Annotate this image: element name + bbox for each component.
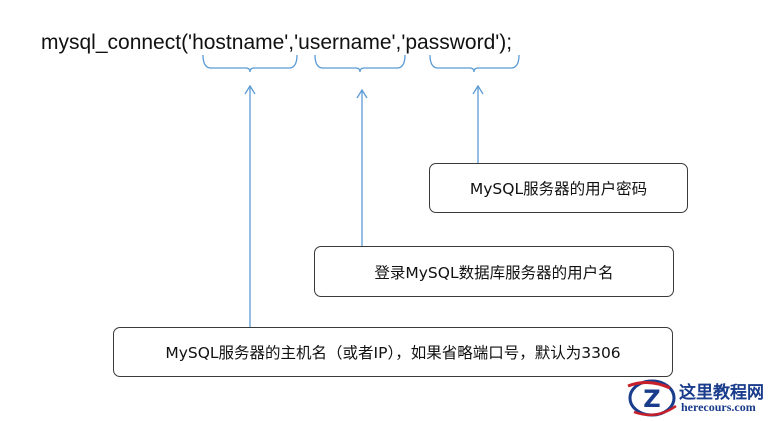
hostname-annotation-text: MySQL服务器的主机名（或者IP），如果省略端口号，默认为3306 [165,344,621,362]
logo-letter: Z [643,385,660,413]
password-annotation-text: MySQL服务器的用户密码 [469,180,648,198]
hostname-annotation-box: MySQL服务器的主机名（或者IP），如果省略端口号，默认为3306 [113,327,673,377]
logo-domain: herecours.com [681,400,756,414]
logo-icon: Z [627,379,677,417]
username-brace [314,54,406,73]
username-annotation-text: 登录MySQL数据库服务器的用户名 [374,263,614,282]
username-arrowhead [356,88,368,99]
password-arrowhead [472,84,484,95]
logo-title: 这里教程网 [679,383,764,403]
password-annotation-box: MySQL服务器的用户密码 [429,163,688,213]
site-logo: Z 这里教程网 herecours.com [622,376,771,421]
password-brace [429,54,520,73]
hostname-brace [202,54,298,73]
code-line: mysql_connect('hostname','username','pas… [41,31,513,54]
username-annotation-box: 登录MySQL数据库服务器的用户名 [314,246,674,297]
hostname-arrowhead [244,84,256,95]
